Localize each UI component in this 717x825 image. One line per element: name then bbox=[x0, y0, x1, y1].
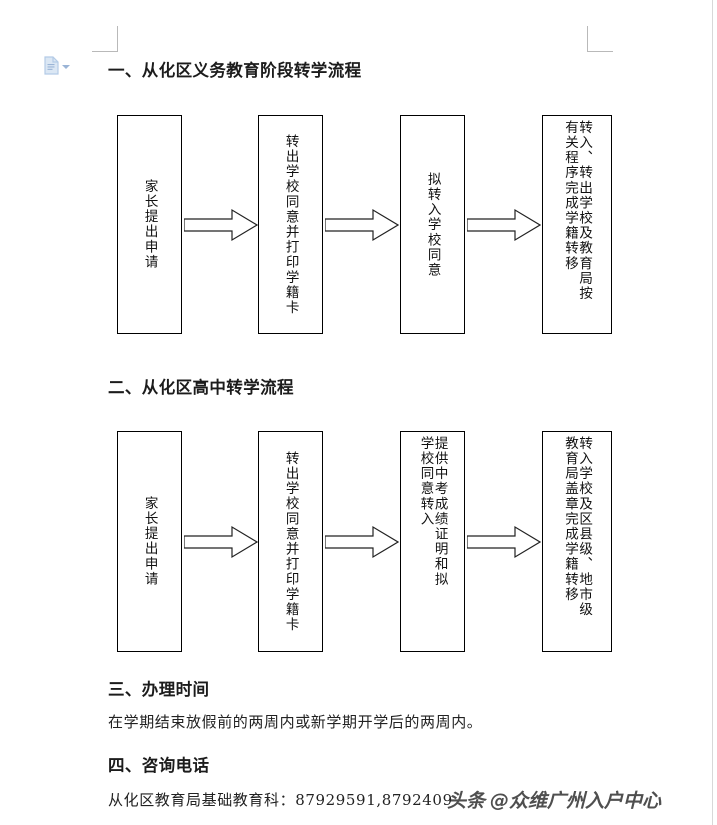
document-icon bbox=[44, 56, 59, 75]
document-icon-control[interactable] bbox=[44, 56, 70, 75]
section-2-heading: 二、从化区高中转学流程 bbox=[108, 378, 294, 397]
section-4-heading: 四、咨询电话 bbox=[108, 756, 210, 775]
flow1-node-2: 转出学校同意并打印学籍卡 bbox=[258, 115, 323, 334]
flow1-node-4-text-col-2: 有关程序完成学籍转移 bbox=[562, 120, 578, 271]
flow2-node-4-text-col-2: 教育局盖章完成学籍转移 bbox=[562, 436, 578, 603]
flow2-node-1: 家长提出申请 bbox=[117, 431, 182, 652]
flow1-node-1: 家长提出申请 bbox=[117, 115, 182, 334]
section-3-heading: 三、办理时间 bbox=[108, 680, 210, 699]
margin-corner-top-right bbox=[587, 26, 613, 52]
page-right-edge bbox=[712, 0, 713, 825]
flow1-node-3: 拟转入学校同意 bbox=[400, 115, 465, 334]
flow1-node-4: 转入、转出学校及教育局按 有关程序完成学籍转移 bbox=[542, 115, 612, 334]
flow1-arrow-3 bbox=[467, 208, 541, 242]
flow1-arrow-2 bbox=[325, 208, 399, 242]
flow2-arrow-3 bbox=[467, 525, 541, 559]
section-3-body: 在学期结束放假前的两周内或新学期开学后的两周内。 bbox=[108, 713, 483, 731]
flow1-node-4-text-col-1: 转入、转出学校及教育局按 bbox=[576, 120, 593, 302]
flow2-node-2: 转出学校同意并打印学籍卡 bbox=[258, 431, 323, 652]
watermark-handle: @众维广州入户中心 bbox=[490, 790, 662, 812]
flow2-node-4-text-col-1: 转入学校及区县级、地市级 bbox=[576, 436, 593, 618]
section-4-body: 从化区教育局基础教育科：87929591,8792409 bbox=[108, 791, 453, 809]
flow2-node-4: 转入学校及区县级、地市级 教育局盖章完成学籍转移 bbox=[542, 431, 612, 652]
section-1-heading: 一、从化区义务教育阶段转学流程 bbox=[108, 61, 362, 80]
flow2-arrow-1 bbox=[184, 525, 258, 559]
flow1-arrow-1 bbox=[184, 208, 258, 242]
flow2-node-1-text: 家长提出申请 bbox=[141, 496, 158, 587]
watermark: 头条@众维广州入户中心 bbox=[447, 786, 661, 813]
flow2-node-3: 提供中考成绩证明和拟 学校同意转入 bbox=[400, 431, 465, 652]
margin-corner-top-left bbox=[92, 26, 118, 52]
flow1-node-2-text: 转出学校同意并打印学籍卡 bbox=[282, 133, 299, 316]
flow2-node-3-text-col-2: 学校同意转入 bbox=[417, 436, 434, 527]
flow2-node-3-text-col-1: 提供中考成绩证明和拟 bbox=[431, 436, 448, 587]
flow2-node-2-text: 转出学校同意并打印学籍卡 bbox=[282, 450, 299, 633]
flow2-arrow-2 bbox=[325, 525, 399, 559]
watermark-badge: 头条 bbox=[447, 790, 486, 812]
flow1-node-1-text: 家长提出申请 bbox=[141, 179, 158, 270]
flowchart-high-school: 家长提出申请 转出学校同意并打印学籍卡 提供中考成绩证明和拟 学校同意转入 转入… bbox=[0, 431, 717, 653]
flow1-node-3-text: 拟转入学校同意 bbox=[424, 171, 441, 278]
chevron-down-icon[interactable] bbox=[62, 65, 70, 69]
flowchart-compulsory-education: 家长提出申请 转出学校同意并打印学籍卡 拟转入学校同意 转入、转出学校及教育局按 bbox=[0, 115, 717, 335]
